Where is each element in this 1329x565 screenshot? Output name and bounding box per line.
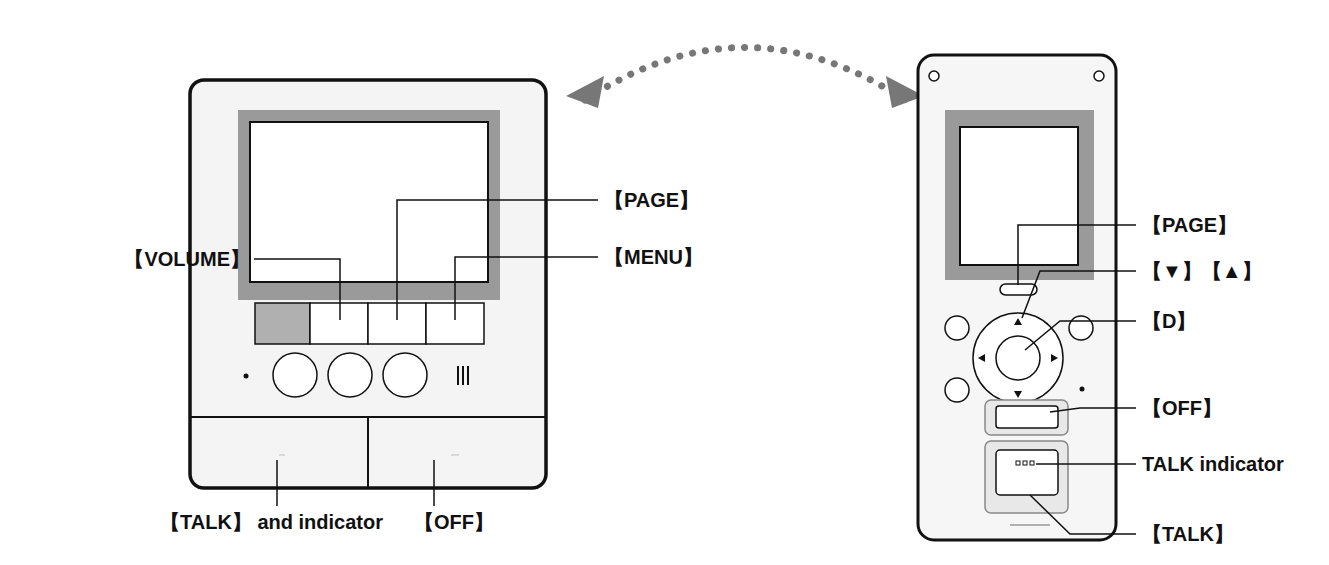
leader-line [1018,225,1136,534]
part-label: 【PAGE】 [604,189,699,211]
main-monitor [190,80,546,488]
leader-line [254,200,598,506]
part-label: 【OFF】 [1142,397,1222,419]
part-label: 【TALK】 and indicator [160,511,383,533]
part-label: TALK indicator [1142,453,1284,475]
part-label: 【OFF】 [414,511,494,533]
handset [918,55,1116,540]
part-label: 【D】 [1142,310,1196,332]
part-label: 【VOLUME】 [124,248,250,270]
part-label: 【PAGE】 [1142,214,1237,236]
part-label: 【TALK】 [1142,523,1234,545]
part-label: 【▼】【▲】 [1142,260,1262,282]
link-arrow [566,48,924,109]
part-label: 【MENU】 [604,246,703,268]
